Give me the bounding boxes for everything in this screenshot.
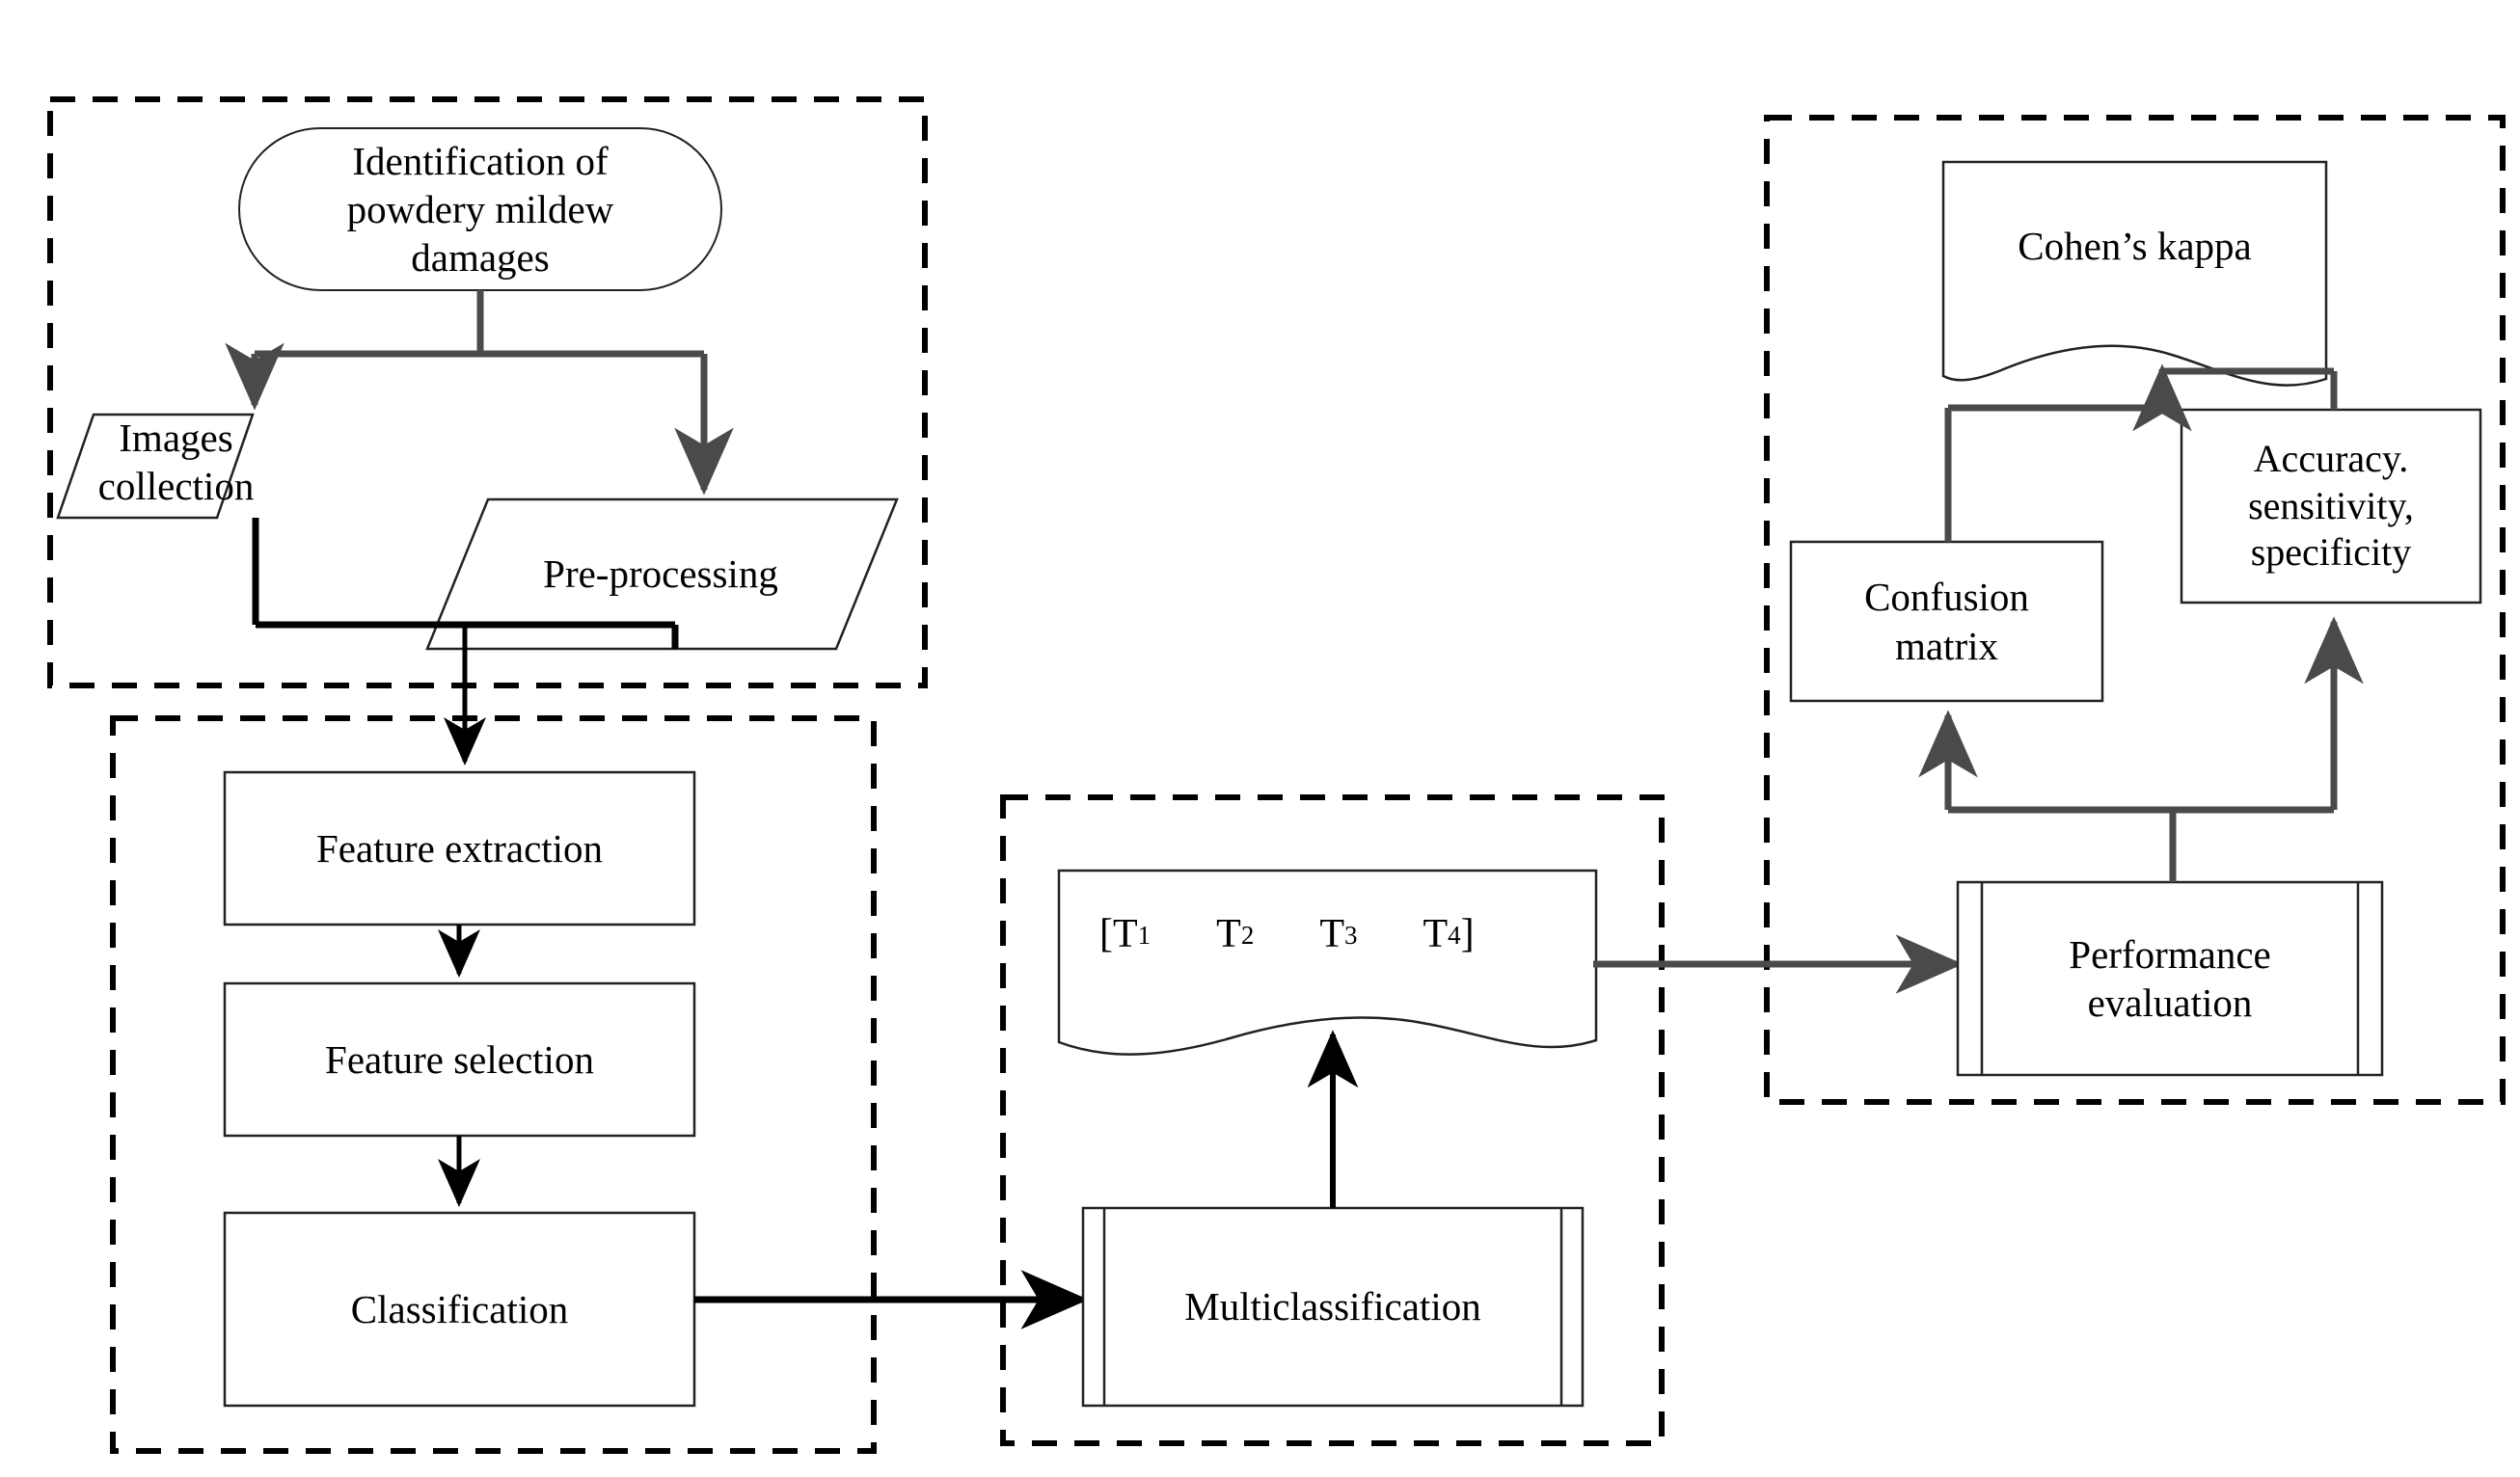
group-evaluation	[1764, 115, 2506, 1105]
node-feature-extraction-shape[interactable]	[223, 770, 696, 926]
edge-performance-split	[1918, 616, 2364, 882]
node-multiclassification-shape[interactable]	[1081, 1206, 1585, 1408]
node-metrics-shape[interactable]	[2180, 408, 2482, 604]
node-feature-selection-shape[interactable]	[223, 981, 696, 1138]
edge-merge-to-feature-extraction	[252, 518, 679, 766]
node-cohens-kappa-shape[interactable]	[1941, 160, 2328, 387]
node-confusion-matrix-shape[interactable]	[1789, 540, 2104, 703]
node-tensor-output-shape[interactable]	[1057, 869, 1598, 1056]
node-classification-shape[interactable]	[223, 1211, 696, 1408]
node-performance-evaluation-shape[interactable]	[1956, 880, 2384, 1077]
group-processing	[110, 715, 877, 1454]
edge-metrics-to-kappa	[2162, 367, 2338, 410]
node-images-collection-shape[interactable]	[56, 413, 255, 520]
node-preprocessing-shape[interactable]	[425, 497, 899, 651]
edge-start-split	[225, 290, 734, 496]
node-start-shape[interactable]	[238, 127, 722, 291]
group-acquisition	[47, 96, 928, 688]
edge-confusion-to-kappa	[1944, 363, 2192, 542]
group-multiclassification	[1000, 794, 1665, 1446]
